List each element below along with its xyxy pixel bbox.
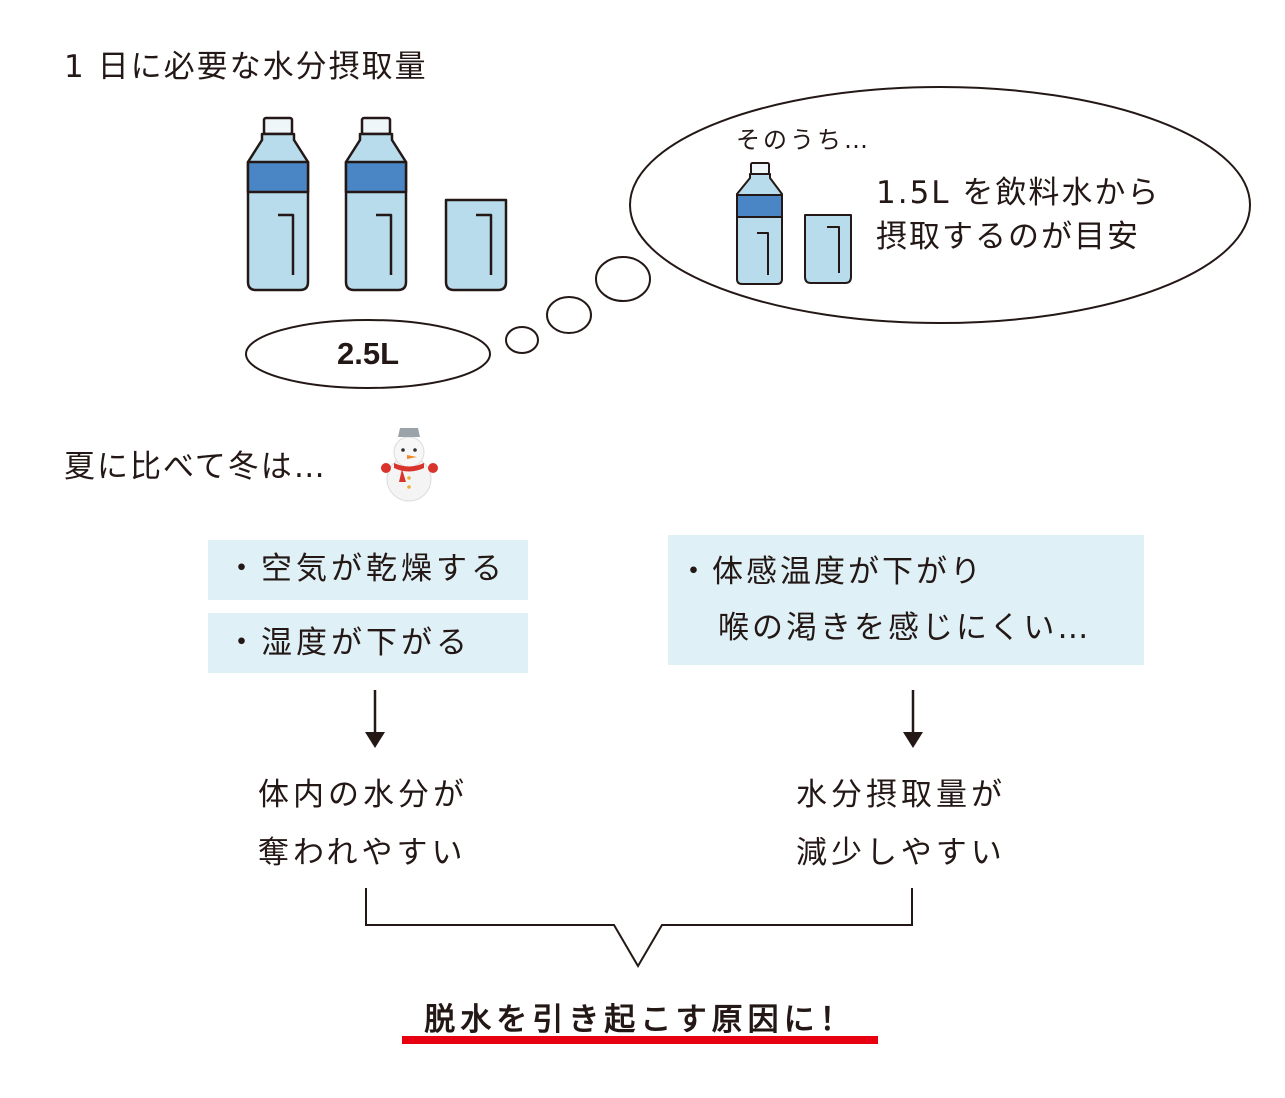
large-bottle-1-icon	[246, 116, 310, 292]
cause-temp-line2: 喉の渇きを感じにくい…	[718, 610, 1092, 646]
cause-dry-air: ・空気が乾燥する	[226, 551, 506, 587]
cause-temp-line1: ・体感温度が下がり	[678, 554, 984, 590]
conclusion-text: 脱水を引き起こす原因に！	[424, 1002, 856, 1038]
thought-bubble	[629, 86, 1251, 324]
conclusion-underline	[402, 1036, 878, 1044]
left-result-line1: 体内の水分が	[258, 777, 468, 813]
bubble-text-line2: 摂取するのが目安	[876, 219, 1140, 255]
winter-heading: 夏に比べて冬は…	[64, 449, 327, 485]
right-result-line1: 水分摂取量が	[796, 777, 1006, 813]
bubble-lead-text: そのうち…	[736, 126, 871, 154]
total-amount-label: 2.5L	[336, 336, 400, 371]
half-bottle-icon	[444, 198, 508, 292]
left-cause-box-1: ・空気が乾燥する	[208, 540, 528, 600]
right-cause-box: ・体感温度が下がり 喉の渇きを感じにくい…	[668, 535, 1144, 665]
thought-dot-medium	[546, 296, 592, 334]
cause-low-humidity: ・湿度が下がる	[226, 625, 471, 661]
bubble-text-line1: 1.5L を飲料水から	[876, 175, 1161, 211]
right-down-arrow-icon	[903, 690, 923, 748]
small-half-bottle-icon	[804, 214, 852, 284]
merge-bracket	[365, 888, 913, 968]
left-result-line2: 奪われやすい	[258, 835, 467, 871]
small-bottle-icon	[736, 162, 783, 285]
left-cause-box-2: ・湿度が下がる	[208, 613, 528, 673]
snowman-icon	[381, 428, 438, 502]
large-bottle-2-icon	[344, 116, 408, 292]
total-amount-ellipse	[245, 319, 491, 389]
thought-dot-small	[505, 326, 539, 354]
left-down-arrow-icon	[365, 690, 385, 748]
right-result-line2: 減少しやすい	[796, 835, 1006, 871]
daily-intake-title: 1 日に必要な水分摂取量	[64, 49, 428, 85]
thought-dot-large	[595, 256, 651, 302]
